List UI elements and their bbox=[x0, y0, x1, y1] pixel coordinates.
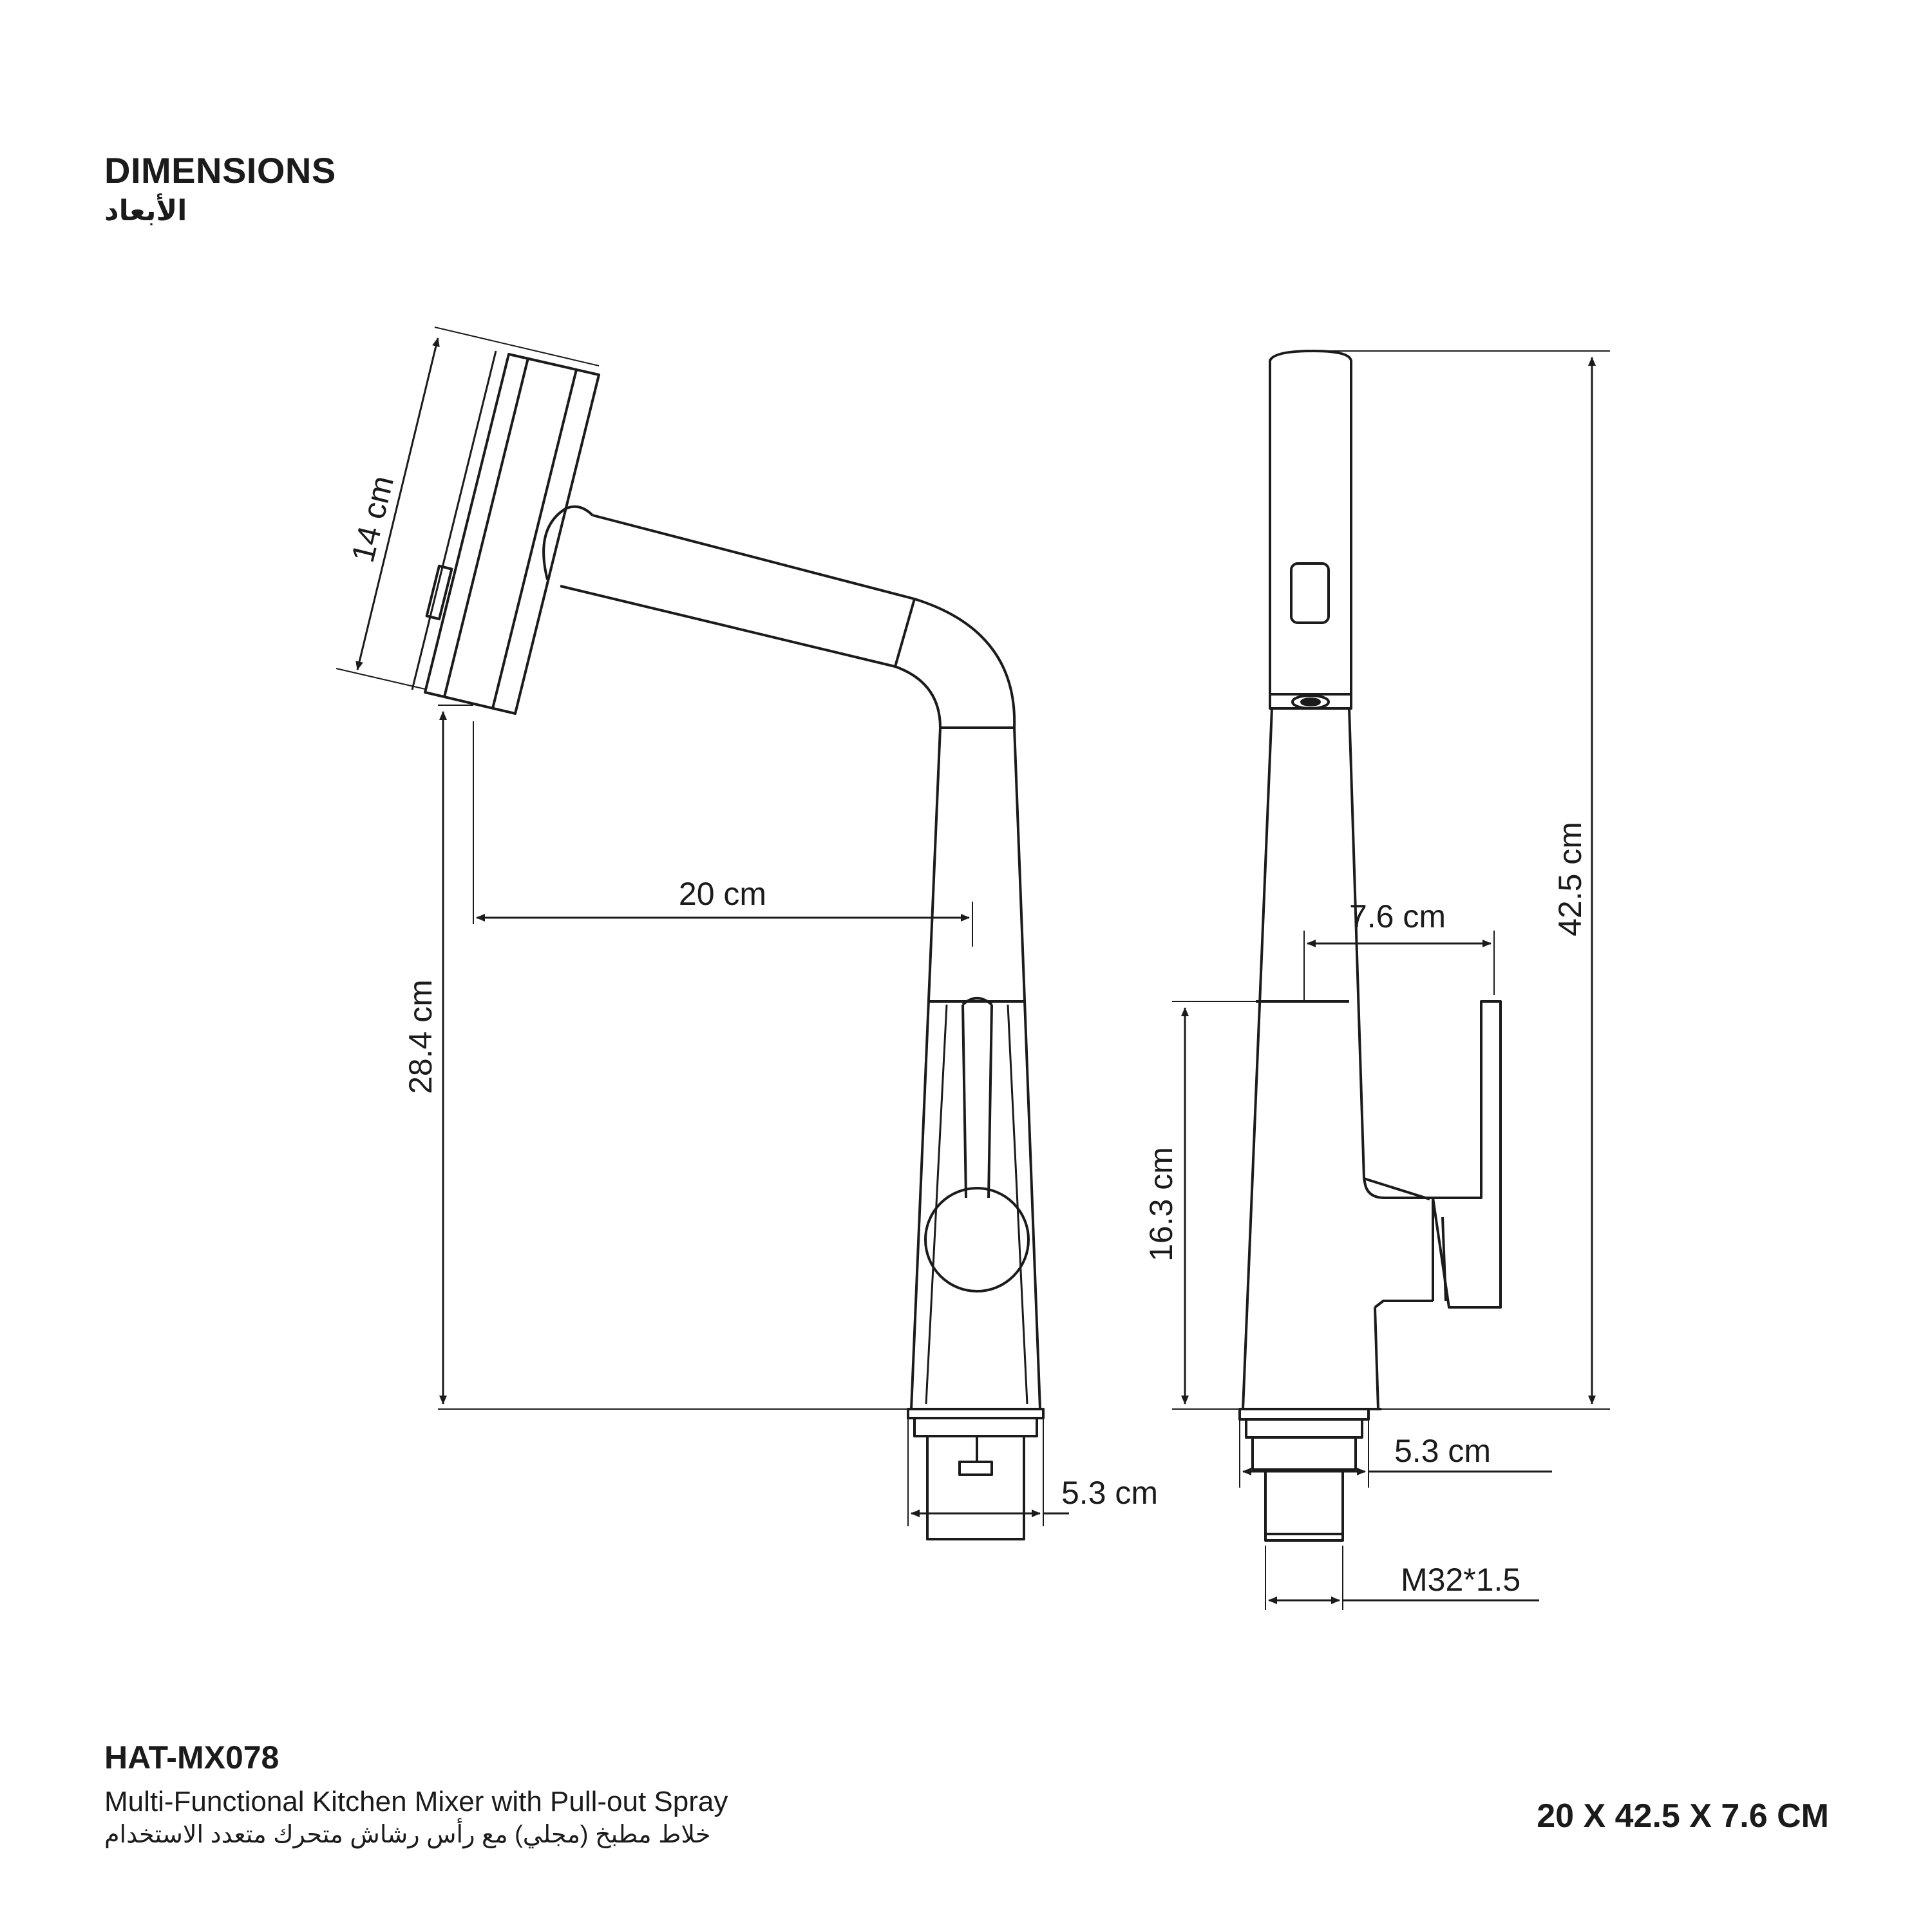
spout-height-dimension-label: 28.4 cm bbox=[402, 980, 439, 1094]
page-title: DIMENSIONS bbox=[104, 150, 336, 191]
side-dimensions bbox=[1172, 350, 1610, 1610]
spray-head bbox=[411, 350, 600, 715]
page-title-arabic: الأبعاد bbox=[104, 195, 187, 227]
spout-reach-dimension-label: 20 cm bbox=[679, 876, 766, 912]
body bbox=[909, 726, 1042, 1410]
spout-neck bbox=[542, 505, 1016, 728]
overall-dimensions: 20 X 42.5 X 7.6 CM bbox=[1537, 1797, 1829, 1835]
product-description-arabic: خلاط مطبخ (مجلي) مع رأس رشاش متحرك متعدد… bbox=[104, 1821, 711, 1848]
total-height-dimension-label: 42.5 cm bbox=[1552, 822, 1588, 936]
base bbox=[907, 1408, 1045, 1540]
base-side-dimension-label: 5.3 cm bbox=[1394, 1433, 1491, 1469]
side-view bbox=[1238, 350, 1502, 1542]
side-body bbox=[1240, 708, 1433, 1410]
handle bbox=[924, 997, 1030, 1293]
side-base bbox=[1238, 1408, 1370, 1542]
base-front-dimension-label: 5.3 cm bbox=[1061, 1475, 1158, 1511]
side-spray-head bbox=[1269, 350, 1352, 710]
body-depth-dimension-label: 7.6 cm bbox=[1349, 898, 1446, 934]
front-view bbox=[411, 350, 1045, 1540]
thread-dimension-label: M32*1.5 bbox=[1401, 1562, 1520, 1598]
side-handle bbox=[1432, 1000, 1502, 1309]
product-description: Multi-Functional Kitchen Mixer with Pull… bbox=[104, 1786, 728, 1817]
front-dimensions bbox=[336, 327, 1069, 1526]
handle-height-dimension-label: 16.3 cm bbox=[1143, 1147, 1179, 1262]
spray-head-dimension-label: 14 cm bbox=[345, 472, 401, 566]
model-number: HAT-MX078 bbox=[104, 1739, 279, 1776]
